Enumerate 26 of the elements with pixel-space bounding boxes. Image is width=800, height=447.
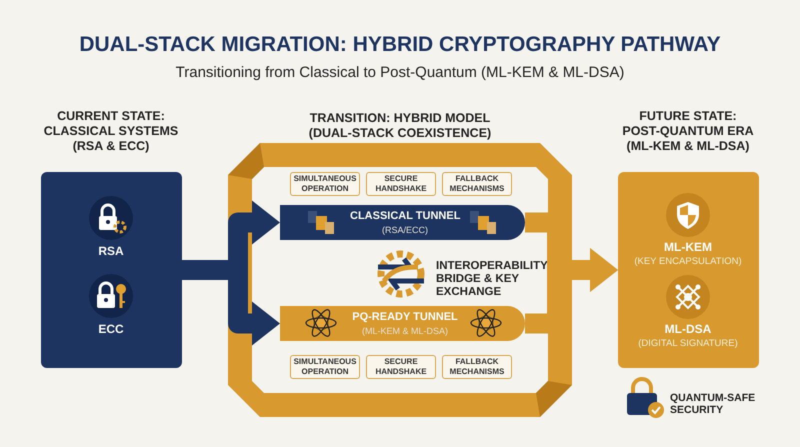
- subtitle: Transitioning from Classical to Post-Quantum (ML-KEM & ML-DSA): [174, 64, 626, 81]
- tunnel-title: PQ-READY TUNNEL: [351, 311, 459, 323]
- algorithm-name: ML-DSA: [664, 322, 712, 336]
- callout: FALLBACK MECHANISMS: [442, 172, 512, 196]
- algorithm-name: RSA: [71, 244, 151, 258]
- section-heading: FUTURE STATE: POST-QUANTUM ERA (ML-KEM & ML-DSA): [621, 109, 755, 154]
- callout: SIMULTANEOUS OPERATION: [290, 355, 360, 379]
- callout: SECURE HANDSHAKE: [366, 355, 436, 379]
- tunnel-subtitle: (ML-KEM & ML-DSA): [360, 326, 449, 336]
- security-label: QUANTUM-SAFE SECURITY: [670, 392, 756, 416]
- section-heading: CURRENT STATE: CLASSICAL SYSTEMS (RSA & ECC): [43, 109, 179, 154]
- callout: SECURE HANDSHAKE: [366, 172, 436, 196]
- section-heading: TRANSITION: HYBRID MODEL (DUAL-STACK COEXISTENCE): [308, 111, 492, 141]
- algorithm-name: ECC: [71, 322, 151, 336]
- algorithm-description: (DIGITAL SIGNATURE): [637, 338, 739, 349]
- callout: SIMULTANEOUS OPERATION: [290, 172, 360, 196]
- tunnel-subtitle: (RSA/ECC): [380, 225, 429, 235]
- bridge-label: INTEROPERABILITY BRIDGE & KEY EXCHANGE: [436, 260, 548, 299]
- callout: FALLBACK MECHANISMS: [442, 355, 512, 379]
- title: DUAL-STACK MIGRATION: HYBRID CRYPTOGRAPHY PATHWAY: [78, 33, 722, 57]
- algorithm-description: (KEY ENCAPSULATION): [633, 256, 743, 267]
- tunnel-bar: [280, 205, 525, 240]
- algorithm-name: ML-KEM: [663, 240, 713, 254]
- tunnel-bar: [280, 306, 525, 341]
- tunnel-title: CLASSICAL TUNNEL: [350, 210, 460, 222]
- arrow: [525, 248, 618, 334]
